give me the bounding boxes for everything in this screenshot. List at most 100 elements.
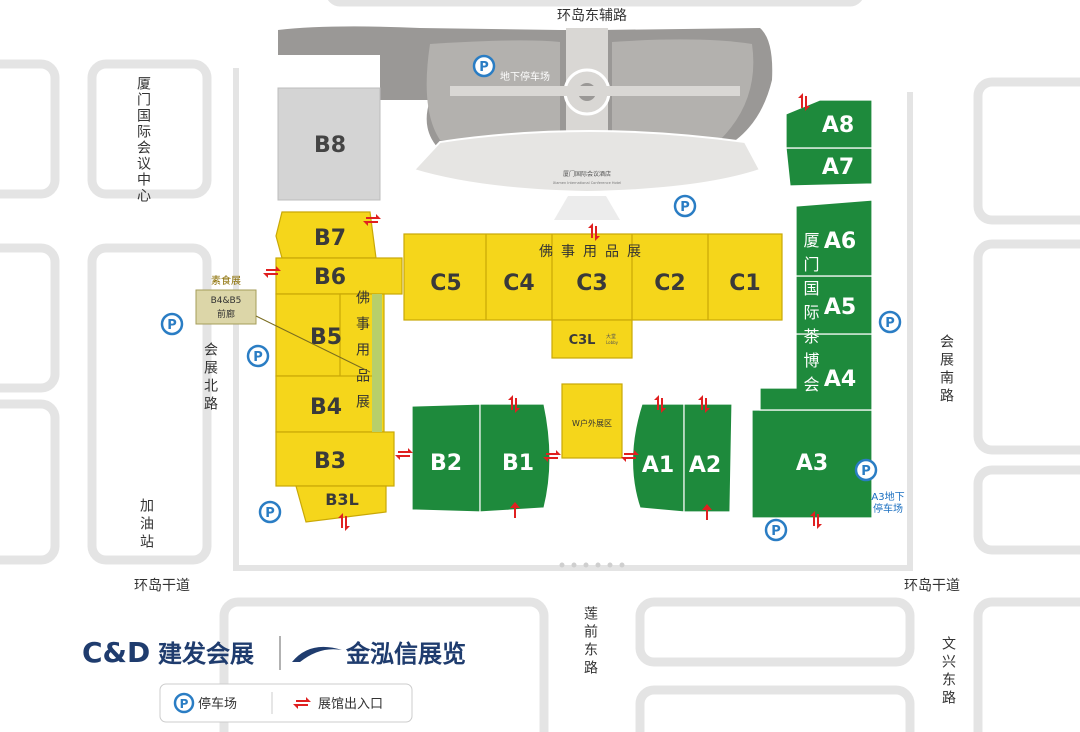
conference-center-label: 厦门国际会议中心 [135,76,151,204]
entrance-arrow-icon [621,450,639,462]
svg-text:P: P [253,350,263,365]
hall-A1-label: A1 [642,453,674,478]
entrance-arrow-icon [363,214,381,226]
road-south-left-label: 环岛干道 [134,578,190,594]
jh-logo-icon [292,646,342,662]
yellow-halls [275,211,783,523]
legend-entrance-label: 展馆出入口 [318,697,383,712]
hall-B6-label: B6 [314,265,346,290]
legend-parking-icon: P [173,692,195,714]
hall-B1-label: B1 [502,451,534,476]
entrance-arrow-icon [588,223,600,241]
entrance-arrow-icon [654,395,666,413]
hotel-steps [554,196,620,220]
hall-A8-block [785,99,873,149]
hall-B3L-label: B3L [325,490,359,509]
road-west-label: 会展北路 [202,342,218,414]
b4b5-corridor-box [195,289,257,325]
buddhist-col-label: 佛事用品展 [354,290,370,420]
hall-B6-block [275,257,403,295]
svg-text:P: P [180,697,189,711]
hall-C1-label: C1 [729,271,760,296]
hall-C2-label: C2 [654,271,685,296]
hall-B3-label: B3 [314,449,346,474]
svg-text:P: P [861,464,871,479]
parking-icon: P [246,344,270,368]
hall-B3-block [275,431,395,487]
block-east-mid [973,239,1080,455]
entrance-arrow-icon [702,504,712,520]
hall-B3L-block [295,485,387,523]
entrance-arrow-icon [810,511,822,529]
road-east-label: 会展南路 [938,334,954,406]
outdoor-block [561,383,623,459]
hall-C3L-label: C3L [569,333,596,348]
parking-icon: P [472,54,496,78]
parking-icon: P [673,194,697,218]
hall-B2-label: B2 [430,451,462,476]
hall-A2-block [683,403,733,513]
c-row-dividers [485,234,709,320]
hall-A3-label: A3 [796,451,828,476]
south-path-dots [559,562,625,568]
brand-logos: C&D 建发会展 金泓信展览 [82,636,466,670]
hall-B4-label: B4 [310,395,342,420]
entrance-arrow-icon [338,513,350,531]
parking-icon: P [764,518,788,542]
green-halls [411,99,873,519]
hall-A8-label: A8 [822,113,854,138]
block-south-center-lower [635,685,915,732]
svg-text:P: P [680,200,690,215]
legend-box [159,683,413,723]
block-west-mid [0,243,60,393]
hall-C3L-sub: 大堂 [606,333,616,340]
buddhist-row-label: 佛事用品展 [539,244,649,260]
entrance-arrow-icon [510,502,520,518]
svg-text:P: P [771,524,781,539]
entrance-arrow-icon [263,266,281,278]
svg-text:P: P [265,506,275,521]
legend: P 停车场 展馆出入口 [159,683,413,723]
north-plaza: 厦门国际会议酒店 Xiamen International Conference… [278,26,773,220]
hotel-building [412,130,762,194]
parking-markers: P P P P P P P P [160,54,902,542]
hall-C3L-block [551,319,633,359]
underground-parking-label: 地下停车场 [500,70,550,83]
block-west-top [0,59,60,199]
hall-B8: B8 [277,87,381,201]
plaza-cross-road [450,86,740,96]
entrance-arrow-icon [543,450,561,462]
svg-text:P: P [479,60,489,75]
jh-brand-name: 金泓信展览 [345,640,466,668]
hall-B1-block [479,403,551,513]
parking-icon: P [160,312,184,336]
svg-text:P: P [167,318,177,333]
hall-B5-label: B5 [310,325,342,350]
hall-C5-label: C5 [430,271,461,296]
hall-A4-label: A4 [824,367,856,392]
block-west-bottom [0,399,60,565]
hall-C3-label: C3 [576,271,607,296]
c-row-block [403,233,783,321]
block-south-east [973,597,1080,732]
hall-B8-block [277,87,381,201]
a3-parking-label: A3地下停车场 [871,490,904,515]
legend-entrance-icon [293,697,311,709]
buddhist-strip-green [372,294,382,432]
outdoor-label: W户外展区 [572,418,612,428]
legend-parking-label: 停车场 [198,696,237,712]
entrance-arrows [263,93,822,531]
yellow-hall-labels: B7 B6 B5 B4 B3 B3L C5 C4 C3 C2 C1 C3L [310,226,761,509]
b4b5-corridor-sub: 前廊 [217,308,235,320]
block-south-center [635,597,915,667]
road-north-label: 环岛东辅路 [557,8,627,24]
road-south-right-label: 环岛干道 [904,578,960,594]
b4b5-corridor-label: B4&B5 [211,296,242,306]
block-conference-center [87,59,212,199]
entrance-arrow-icon [508,395,520,413]
vegetarian-label: 素食展 [211,274,241,287]
entrance-arrow-icon [798,93,810,111]
hotel-label-en: Xiamen International Conference Hotel [553,181,621,185]
tea-expo-label: 厦门国际茶博会 [801,232,820,400]
